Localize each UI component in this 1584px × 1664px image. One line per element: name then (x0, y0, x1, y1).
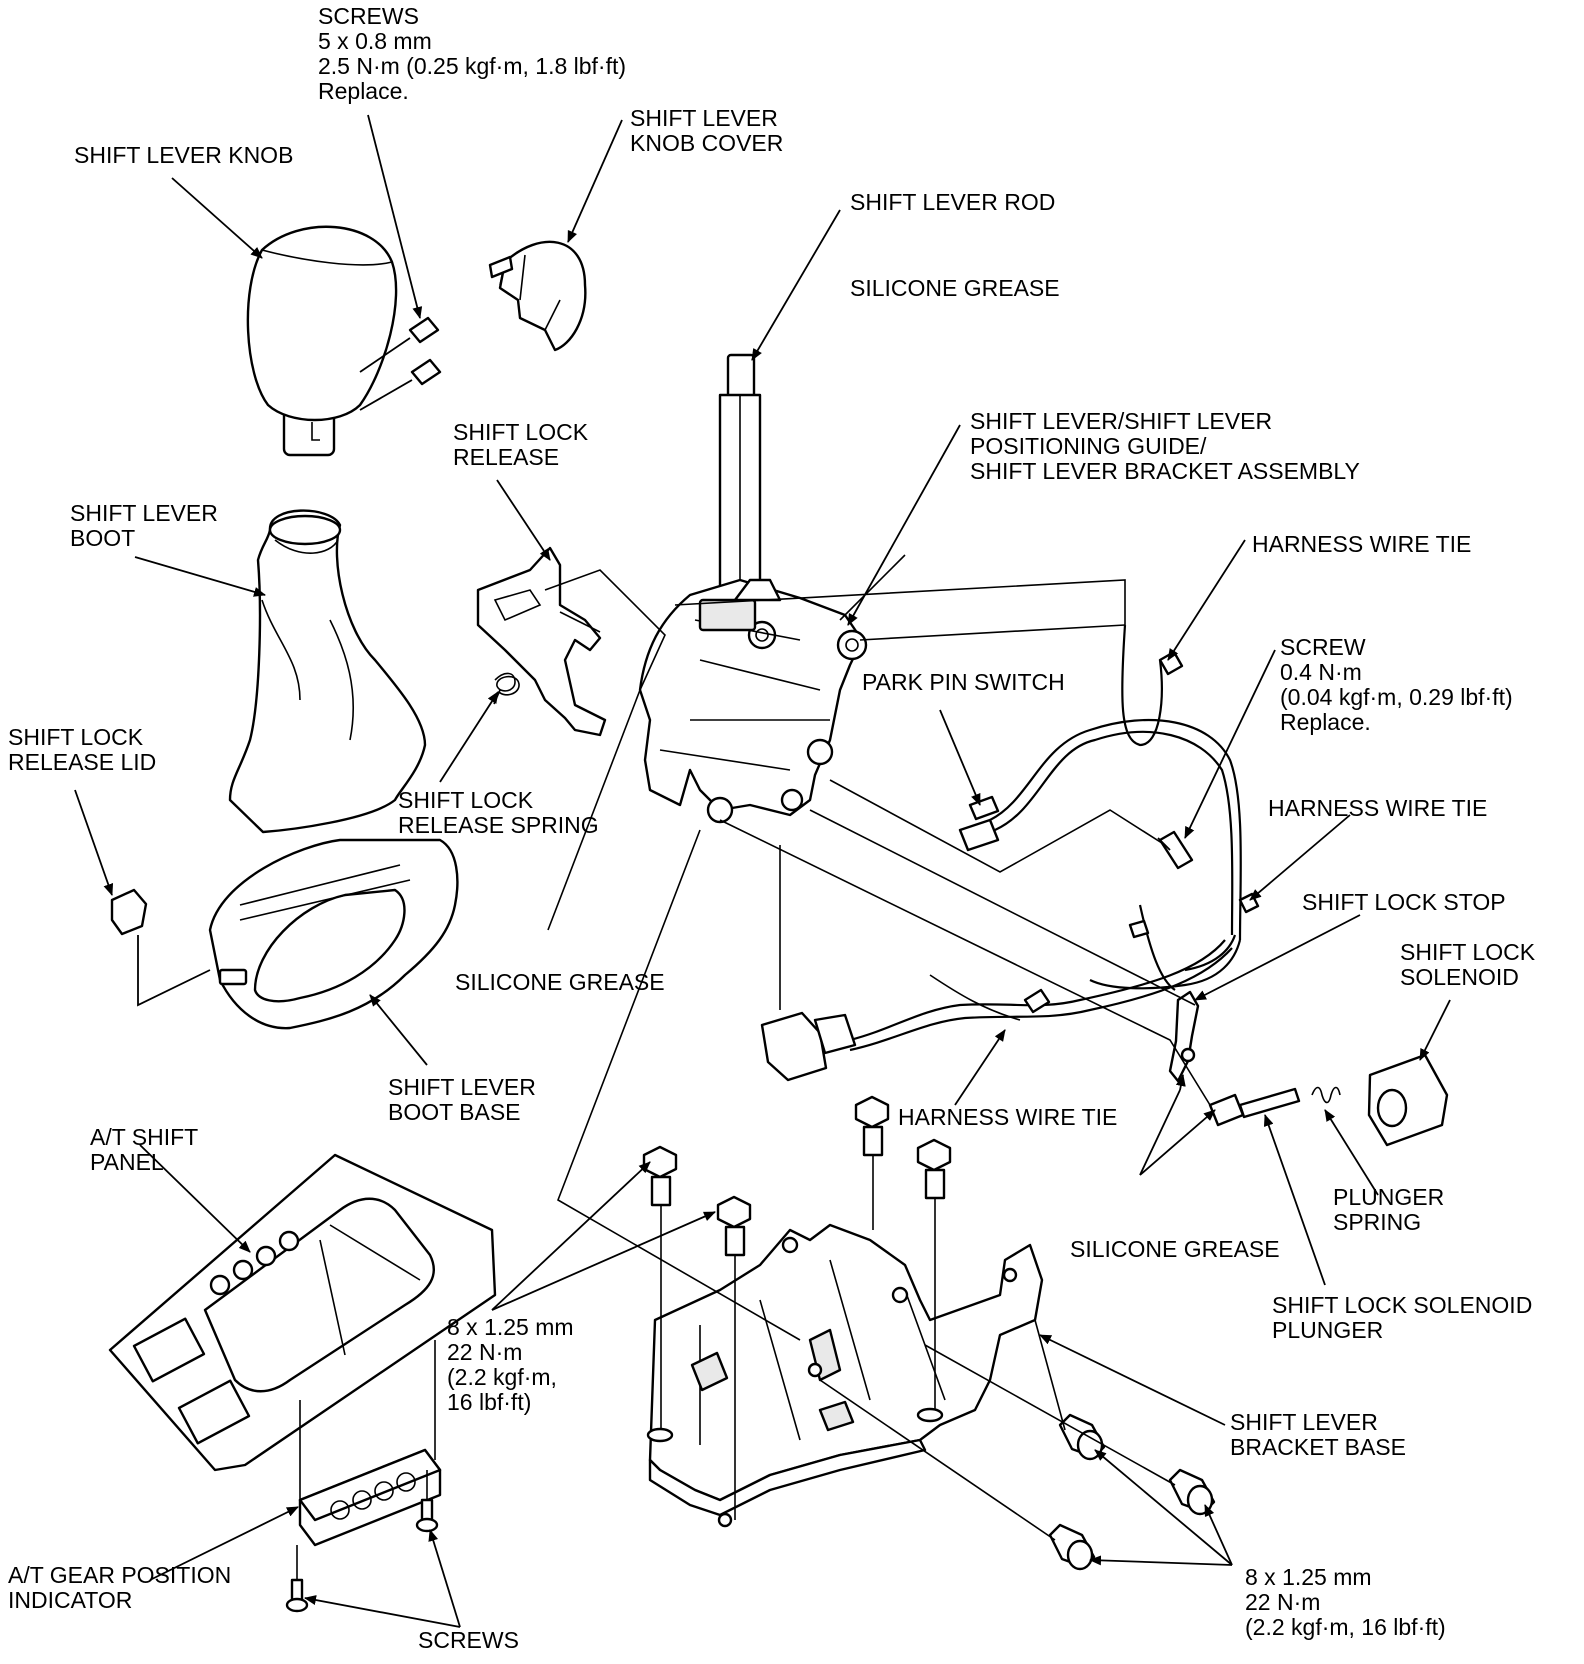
at-shift-panel (108, 1153, 497, 1472)
shift-lock-solenoid-assembly (1208, 1053, 1449, 1147)
alignment-lines (544, 554, 1211, 1341)
shift-lever-knob-cover (488, 240, 587, 352)
shift-lever-rod (718, 353, 762, 597)
label-grease-top: SILICONE GREASE (850, 275, 1060, 301)
screws-top (359, 316, 442, 411)
park-pin-switch-harness (760, 624, 1260, 1082)
label-knob: SHIFT LEVER KNOB (74, 142, 294, 168)
shift-lever-bracket-assembly (638, 578, 868, 824)
label-grease-mid: SILICONE GREASE (455, 969, 665, 995)
shift-lever-knob (246, 225, 398, 457)
label-park-pin-switch: PARK PIN SWITCH (862, 669, 1065, 695)
shift-lock-release-lid (110, 888, 211, 1007)
label-grease-low: SILICONE GREASE (1070, 1236, 1280, 1262)
shift-lever-bracket-base (646, 1223, 1044, 1528)
screws-bottom (285, 1470, 439, 1613)
shift-lock-release-spring (493, 672, 520, 705)
label-rod: SHIFT LEVER ROD (850, 189, 1056, 215)
label-wire-tie-3: HARNESS WIRE TIE (898, 1104, 1118, 1130)
shift-lever-boot (228, 509, 427, 834)
shift-lock-stop (1168, 990, 1200, 1083)
screw-right (1157, 830, 1194, 870)
at-gear-position-indicator (298, 1340, 442, 1547)
label-lock-stop: SHIFT LOCK STOP (1302, 889, 1506, 915)
shift-lever-boot-base (208, 838, 459, 1030)
bolts-right (819, 1319, 1216, 1571)
label-wire-tie-2: HARNESS WIRE TIE (1268, 795, 1488, 821)
leader-arrows (74, 114, 1451, 1628)
shift-lock-release (476, 546, 607, 737)
label-screws-bottom: SCREWS (418, 1627, 519, 1653)
label-wire-tie-1: HARNESS WIRE TIE (1252, 531, 1472, 557)
